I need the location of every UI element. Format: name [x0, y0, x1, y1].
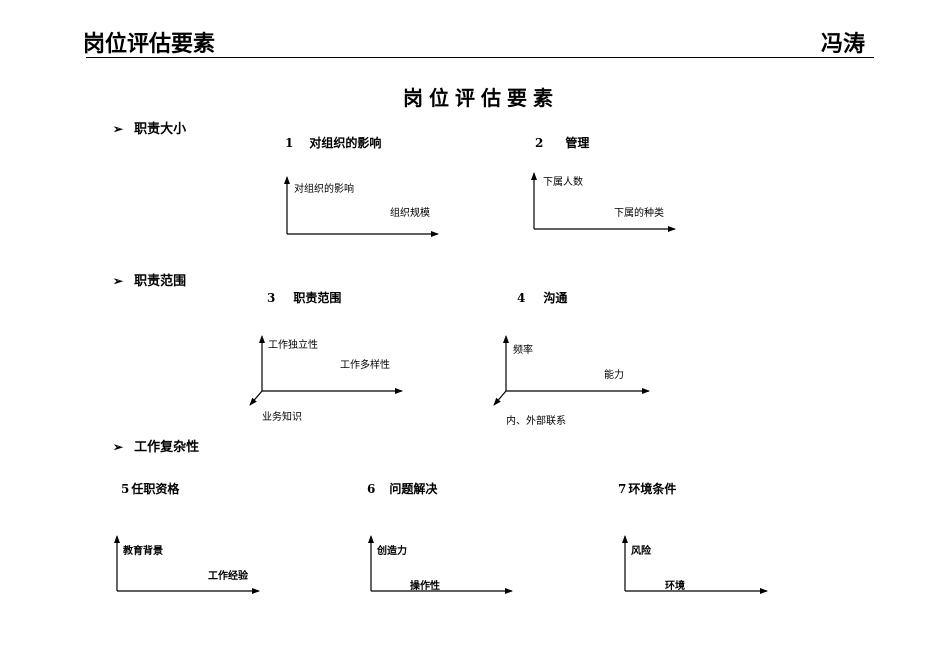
section-responsibility-size: ➢ 职责大小 [113, 118, 186, 137]
page-title: 岗位评估要素 [403, 86, 559, 110]
section-label: 职责范围 [134, 274, 187, 289]
bullet-arrow-icon: ➢ [113, 274, 124, 288]
axes-factor-5 [114, 535, 260, 594]
y-axis-label: 创造力 [377, 546, 407, 557]
z-axis [249, 390, 263, 406]
axes-factor-2 [531, 172, 676, 232]
bullet-arrow-icon: ➢ [113, 440, 124, 454]
header-rule [86, 57, 874, 58]
z-axis-label: 业务知识 [262, 412, 302, 423]
y-axis-label: 对组织的影响 [294, 184, 354, 195]
x-axis-label: 组织规模 [390, 208, 430, 219]
section-work-complexity: ➢ 工作复杂性 [113, 436, 199, 455]
x-axis-label: 下属的种类 [614, 208, 664, 219]
section-responsibility-scope: ➢ 职责范围 [113, 270, 186, 289]
z-axis [493, 390, 507, 406]
x-axis-label: 操作性 [410, 581, 440, 592]
y-axis-label: 风险 [631, 546, 651, 557]
axes-factor-7 [622, 535, 768, 594]
bullet-arrow-icon: ➢ [113, 122, 124, 136]
axes-factor-3 [249, 335, 403, 406]
x-axis-label: 工作多样性 [340, 360, 390, 371]
y-axis-label: 频率 [513, 345, 533, 356]
x-axis-label: 能力 [604, 370, 624, 381]
header-title: 岗位评估要素 [83, 32, 216, 57]
header-author: 冯涛 [821, 32, 866, 57]
section-label: 工作复杂性 [134, 440, 200, 455]
section-label: 职责大小 [134, 122, 187, 137]
x-axis-label: 环境 [665, 581, 685, 592]
x-axis-label: 工作经验 [208, 571, 248, 582]
z-axis-label: 内、外部联系 [506, 416, 566, 427]
axes-factor-6 [368, 535, 513, 594]
axes-factor-1 [284, 176, 439, 237]
y-axis-label: 工作独立性 [268, 340, 318, 351]
axes-factor-4 [493, 335, 650, 406]
y-axis-label: 下属人数 [543, 177, 583, 188]
y-axis-label: 教育背景 [123, 546, 163, 557]
